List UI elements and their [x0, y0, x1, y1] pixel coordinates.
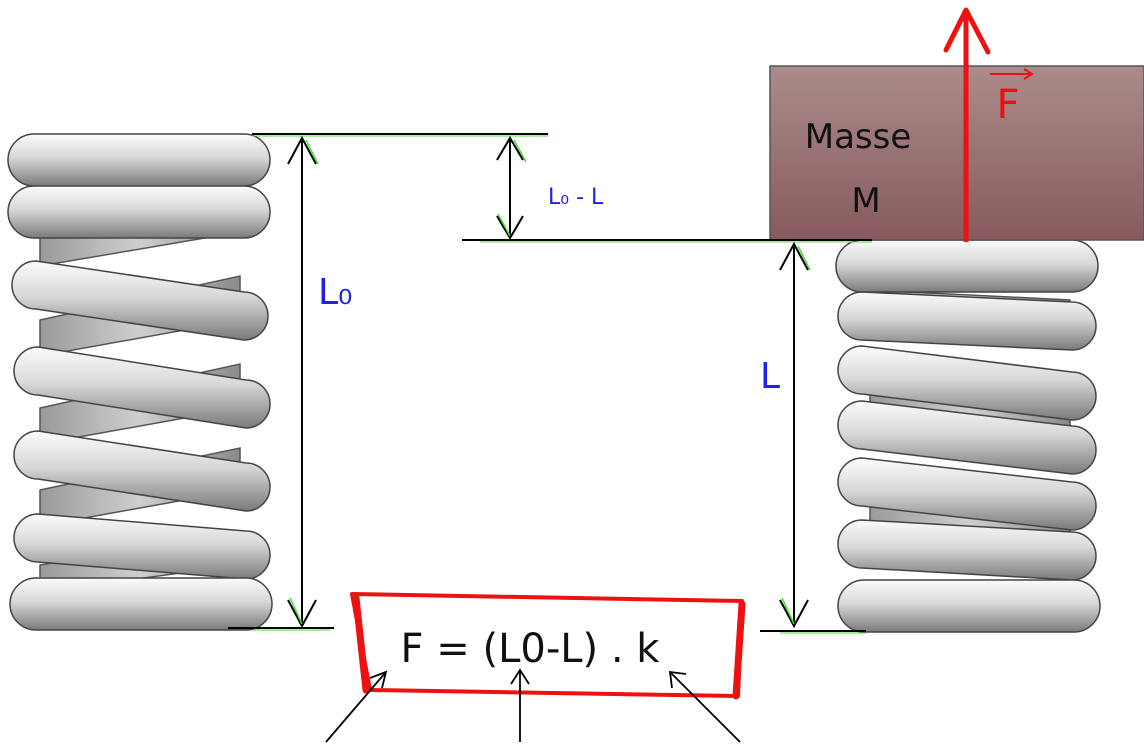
spring-coil [9, 577, 273, 631]
formula-box: F = (L0-L) . k [350, 592, 746, 700]
tick-accent [797, 245, 811, 271]
tick-accent [497, 213, 511, 237]
l0-arrow-head-top [287, 135, 317, 165]
pointer-arrow-f-head [369, 670, 388, 689]
pointer-arrow-f [325, 671, 387, 743]
l-label: L [760, 356, 780, 397]
spring-coil [837, 291, 1097, 351]
pointer-arrow-k-head [668, 670, 687, 689]
mass-label-line2: M [851, 181, 880, 221]
pointer-arrows [325, 668, 741, 743]
spring-coil [837, 345, 1097, 421]
spring-coil [837, 400, 1097, 475]
formula-text: F = (L0-L) . k [401, 626, 661, 672]
l0-minus-l-arrow-head-top [496, 136, 524, 161]
l-arrow-head-top [779, 241, 809, 271]
force-arrow-head [943, 7, 991, 55]
tick-accent [289, 597, 303, 625]
pointer-arrow-l-head [510, 668, 530, 685]
mass-block [769, 65, 1144, 241]
vector-bar-tip [1023, 68, 1034, 80]
force-vector: F [943, 7, 1034, 242]
formula-frame-stroke [352, 594, 370, 694]
spring-coil [13, 430, 271, 512]
pointer-arrow-k [669, 671, 741, 743]
l0-label: L₀ [318, 272, 353, 313]
mass-label-line1: Masse [805, 117, 912, 157]
spring-coil [11, 260, 269, 341]
tick-accent [305, 139, 319, 165]
spring-coil [7, 185, 271, 239]
tick-accent [513, 139, 527, 163]
spring-uncompressed [7, 133, 273, 631]
force-label: F [996, 82, 1019, 128]
spring-coil [13, 346, 271, 429]
formula-frame-stroke [732, 600, 746, 700]
spring-compressed [835, 239, 1101, 633]
spring-coil [7, 133, 271, 187]
spring-coil [837, 579, 1101, 633]
l-arrow-head-bottom [779, 599, 809, 629]
spring-coil [837, 457, 1097, 531]
tick-accent [781, 597, 795, 625]
spring-coil [835, 239, 1099, 293]
dimension-lines [228, 133, 872, 634]
l0-minus-l-arrow-head-bottom [496, 215, 524, 240]
l0-arrow-head-bottom [287, 599, 317, 629]
l0-minus-l-label: L₀ - L [548, 185, 604, 210]
